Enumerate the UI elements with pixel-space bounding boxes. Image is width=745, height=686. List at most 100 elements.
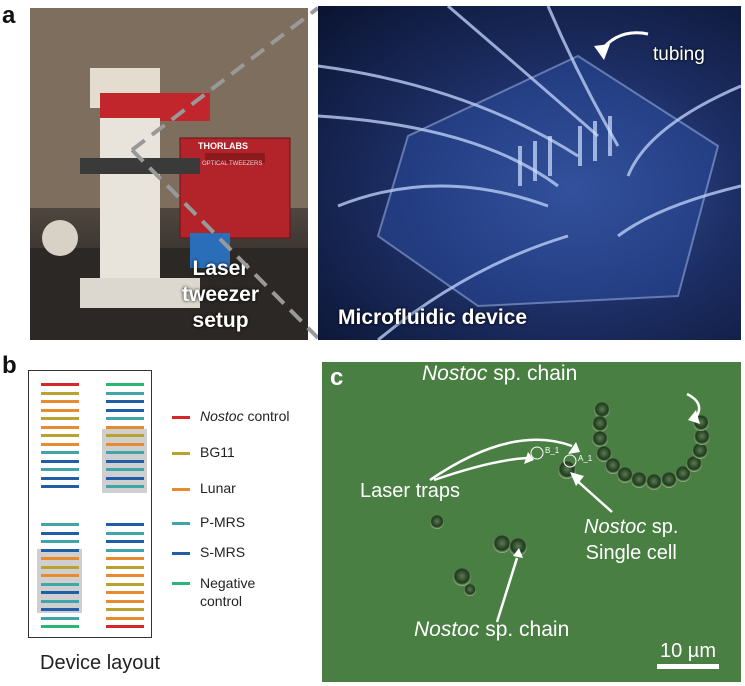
legend-swatch: [172, 552, 190, 555]
channel-line: [106, 565, 144, 569]
chain-bottom-rest: sp. chain: [479, 618, 570, 641]
channel-line: [106, 417, 144, 420]
legend-label: P-MRS: [200, 514, 246, 530]
channel-line: [41, 434, 79, 437]
channel-line: [41, 451, 79, 454]
device-layout-caption: Device layout: [40, 652, 161, 674]
channel-line: [41, 582, 79, 586]
channel-line: [106, 625, 144, 628]
single-cell-line-1: Nostoc sp.: [584, 514, 679, 540]
channel-line: [41, 400, 79, 403]
channel-line: [41, 625, 79, 628]
channel-line: [41, 408, 79, 412]
legend-line-1: Negative: [200, 575, 256, 591]
legend-italic: Nostoc: [200, 408, 244, 424]
panel-b-letter: b: [2, 352, 17, 379]
channel-line: [41, 383, 79, 386]
channel-line: [106, 442, 144, 446]
setup-label: Laser tweezer setup: [182, 256, 259, 334]
channel-line: [41, 557, 79, 560]
legend-item: BG11: [172, 444, 322, 464]
legend-swatch: [172, 522, 190, 525]
channel-line: [41, 523, 79, 526]
tubing-label: tubing: [653, 44, 705, 65]
channel-line: [106, 531, 144, 535]
legend-label: Negative control: [200, 574, 255, 610]
channel-line: [41, 442, 79, 446]
channel-line: [106, 476, 144, 480]
legend-swatch: [172, 488, 190, 491]
channel-line: [41, 468, 79, 471]
microfluidic-device-photo: tubing Microfluidic device: [318, 6, 741, 340]
legend-line-2: control: [200, 593, 243, 609]
legend-item: S-MRS: [172, 544, 322, 564]
channel-line: [106, 451, 144, 454]
channel-line: [106, 616, 144, 620]
channel-line: [106, 459, 144, 463]
channel-line: [106, 468, 144, 471]
channel-line: [41, 485, 79, 488]
laser-traps-label: Laser traps: [360, 480, 461, 502]
single-cell-label: Nostoc sp. Single cell: [584, 514, 679, 566]
channel-line: [41, 417, 79, 420]
microfluidic-illustration: [318, 6, 741, 340]
legend-item: Nostoc control: [172, 408, 322, 428]
channel-line: [106, 540, 144, 543]
setup-line-3: setup: [192, 309, 249, 332]
scale-bar-label: 10 µm: [660, 640, 716, 662]
legend-label: BG11: [200, 444, 235, 460]
thorlabs-logo: THORLABS: [198, 141, 248, 151]
channel-line: [41, 608, 79, 611]
channel-line: [41, 565, 79, 569]
channel-line: [41, 459, 79, 463]
chain-top-italic: Nostoc: [422, 362, 488, 385]
laser-tweezer-photo: THORLABS OPTICAL TWEEZERS Laser tweezer …: [30, 8, 308, 340]
channel-line: [41, 425, 79, 429]
channel-line: [41, 599, 79, 603]
single-cell-italic: Nostoc: [584, 516, 647, 538]
single-cell-line-2: Single cell: [585, 542, 677, 564]
microfluidic-device-label: Microfluidic device: [338, 306, 528, 329]
trap-a-label: A_1: [578, 454, 593, 463]
micrograph: c B_1 A_1 Nostoc sp. chain Laser traps N…: [322, 362, 741, 682]
channel-line: [106, 400, 144, 403]
single-cell-rest: sp.: [646, 516, 679, 538]
legend-item: P-MRS: [172, 514, 322, 534]
channel-line: [106, 383, 144, 386]
device-layout-box: [28, 370, 152, 638]
channel-line: [106, 548, 144, 552]
setup-line-2: tweezer: [182, 283, 260, 306]
setup-line-1: Laser: [192, 257, 249, 280]
channel-line: [106, 557, 144, 560]
legend-item: Lunar: [172, 480, 322, 500]
micrograph-illustration: [429, 392, 719, 669]
channel-line: [106, 485, 144, 488]
panel-c-letter: c: [330, 364, 344, 391]
channel-line: [41, 540, 79, 543]
channel-line: [106, 599, 144, 603]
channel-line: [41, 574, 79, 577]
legend-rest: control: [243, 408, 290, 424]
trap-b-label: B_1: [545, 446, 560, 455]
channel-line: [106, 434, 144, 437]
channel-line: [41, 531, 79, 535]
channel-line: [41, 548, 79, 552]
channel-line: [106, 425, 144, 429]
channel-line: [41, 616, 79, 620]
chain-top-label: Nostoc sp. chain: [422, 362, 577, 386]
laser-tweezer-illustration: [30, 8, 308, 340]
optical-tweezers-badge: OPTICAL TWEEZERS: [202, 161, 263, 167]
channel-line: [106, 408, 144, 412]
legend-item: Negative control: [172, 574, 322, 614]
channel-line: [106, 391, 144, 395]
channel-line: [41, 476, 79, 480]
channel-line: [106, 523, 144, 526]
channel-line: [106, 608, 144, 611]
channel-line: [41, 591, 79, 594]
channel-line: [106, 574, 144, 577]
channel-line: [106, 591, 144, 594]
legend-swatch: [172, 452, 190, 455]
legend-swatch: [172, 416, 190, 419]
legend-swatch: [172, 582, 190, 585]
chain-bottom-label: Nostoc sp. chain: [414, 618, 569, 642]
